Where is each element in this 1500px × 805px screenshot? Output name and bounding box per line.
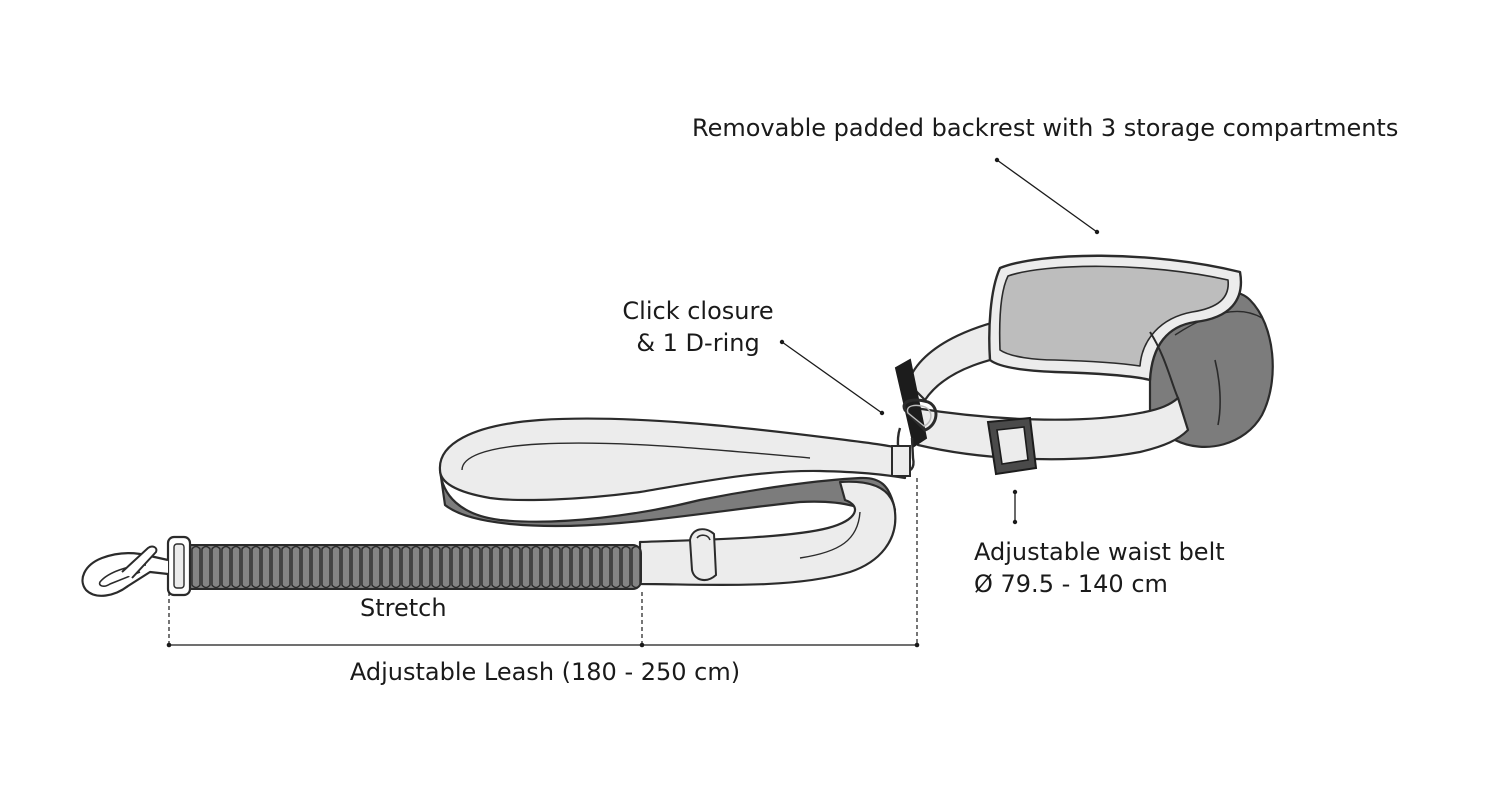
leash-slider xyxy=(688,528,718,582)
click-closure-label-line2: & 1 D-ring xyxy=(636,329,760,357)
dimension-lines xyxy=(166,478,920,648)
backrest-label: Removable padded backrest with 3 storage… xyxy=(692,114,1399,142)
snap-hook xyxy=(81,535,192,597)
waist-belt-label-line2: Ø 79.5 - 140 cm xyxy=(974,570,1168,598)
waist-belt-label-line1: Adjustable waist belt xyxy=(974,538,1225,566)
belt-adjuster-buckle xyxy=(986,416,1038,476)
leader-backrest xyxy=(994,157,1100,235)
stretch-label: Stretch xyxy=(360,594,447,622)
click-closure-label-line1: Click closure xyxy=(622,297,774,325)
padded-backrest xyxy=(988,254,1243,382)
leader-waist-belt xyxy=(1012,489,1018,525)
leader-click-closure xyxy=(779,339,885,416)
leash-length-label: Adjustable Leash (180 - 250 cm) xyxy=(349,658,741,686)
bungee-stretch-section xyxy=(180,544,642,590)
